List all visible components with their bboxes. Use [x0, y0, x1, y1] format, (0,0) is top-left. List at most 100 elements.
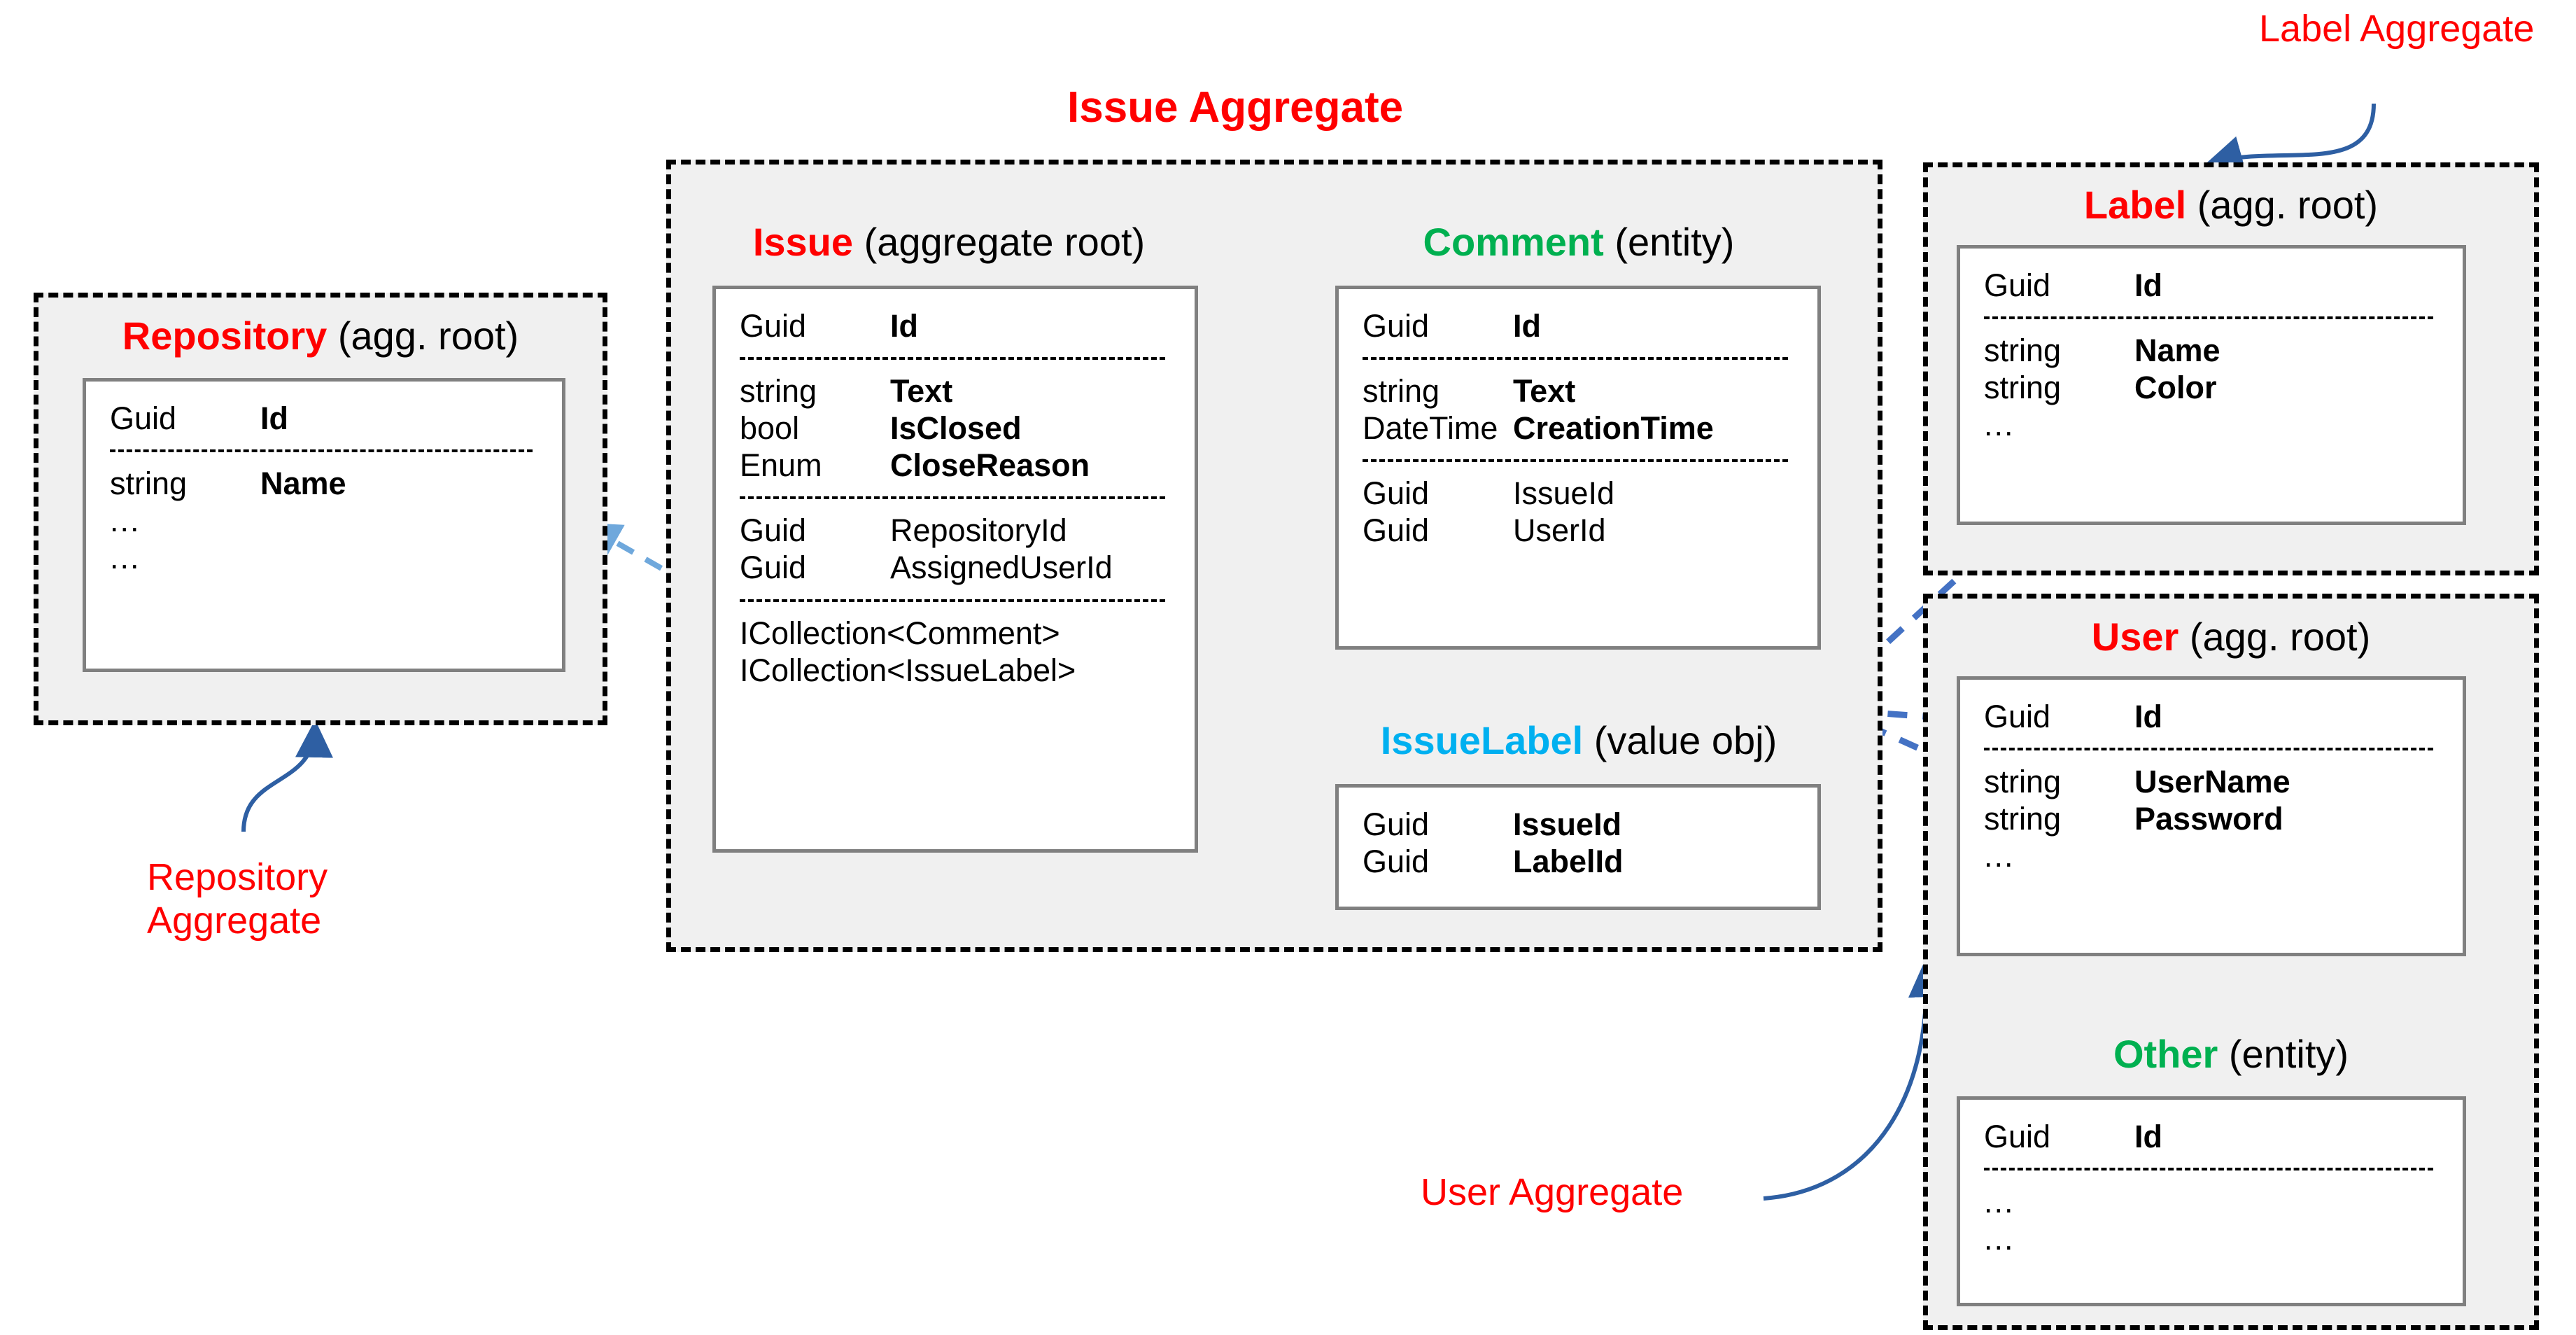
table-row: ICollection<IssueLabel> [740, 652, 1171, 689]
other-entity-title: Other (entity) [1923, 1035, 2539, 1074]
section-divider [1984, 1168, 2433, 1171]
table-row: Guid Id [1984, 267, 2439, 304]
callout-repository-aggregate [241, 720, 333, 832]
prop-name: Id [890, 308, 918, 344]
issuelabel-entity-title: IssueLabel (value obj) [1330, 721, 1828, 760]
prop-name: UserName [2134, 764, 2290, 800]
prop-type: bool [740, 410, 800, 447]
prop-type: Guid [1363, 806, 1430, 842]
prop-name: UserId [1513, 512, 1606, 549]
annotation-repository-aggregate: Repository Aggregate [147, 856, 328, 942]
prop-type: Guid [1363, 512, 1430, 549]
table-row: Guid Id [1363, 307, 1794, 344]
table-row: ... [1984, 1183, 2439, 1220]
table-row: ... [1984, 406, 2439, 443]
comment-entity-name: Comment [1423, 220, 1604, 264]
table-row: Guid UserId [1363, 512, 1794, 549]
prop-type: Guid [1363, 475, 1430, 512]
user-properties: Guid Id string UserName string Password … [1960, 680, 2463, 893]
callout-label-aggregate [2204, 103, 2376, 173]
prop-name: IssueId [1513, 475, 1615, 512]
prop-type: ... [110, 540, 141, 576]
table-row: string UserName [1984, 763, 2439, 800]
prop-type: string [1984, 801, 2062, 837]
issuelabel-properties: Guid IssueId Guid LabelId [1339, 788, 1817, 898]
user-entity-name: User [2091, 615, 2179, 659]
table-row: Guid LabelId [1363, 843, 1794, 880]
prop-type: ICollection<Comment> [740, 615, 1060, 651]
prop-name: Text [890, 373, 953, 410]
label-entity-title: Label (agg. root) [1923, 186, 2539, 225]
section-divider [1984, 748, 2433, 751]
issue-entity-name: Issue [752, 220, 854, 264]
table-row: DateTime CreationTime [1363, 410, 1794, 447]
prop-type: Guid [740, 550, 807, 586]
prop-type: Enum [740, 447, 822, 484]
prop-name: IssueId [1513, 806, 1622, 842]
prop-type: ... [1984, 1184, 2015, 1220]
prop-type: Guid [1984, 699, 2051, 734]
table-row: Guid IssueId [1363, 806, 1794, 843]
prop-type: string [110, 466, 188, 502]
prop-name: Id [260, 400, 288, 436]
prop-name: Color [2134, 370, 2217, 406]
label-properties: Guid Id string Name string Color ... [1960, 249, 2463, 461]
comment-card: Guid Id string Text DateTime CreationTim… [1335, 286, 1821, 650]
page-title: Issue Aggregate [1067, 83, 1404, 132]
prop-type: ICollection<IssueLabel> [740, 652, 1076, 688]
table-row: string Text [740, 372, 1171, 410]
prop-type: string [1984, 764, 2062, 800]
prop-type: ... [110, 503, 141, 539]
table-row: ICollection<Comment> [740, 615, 1171, 652]
section-divider [1984, 316, 2433, 320]
callout-user-aggregate [1763, 959, 1946, 1201]
prop-type: string [740, 373, 817, 410]
section-divider [1363, 357, 1788, 361]
prop-type: ... [1984, 1221, 2015, 1257]
table-row: Guid Id [1984, 698, 2439, 735]
other-properties: Guid Id ... ... [1960, 1100, 2463, 1275]
prop-name: IsClosed [890, 410, 1022, 447]
table-row: Guid Id [1984, 1118, 2439, 1155]
prop-name: Id [2134, 699, 2162, 734]
repository-card: Guid Id string Name ... ... [83, 378, 565, 672]
annotation-user-aggregate: User Aggregate [1421, 1171, 1684, 1213]
repository-entity-name: Repository [122, 314, 328, 358]
label-card: Guid Id string Name string Color ... [1957, 245, 2466, 525]
table-row: ... [1984, 837, 2439, 874]
prop-name: Text [1513, 373, 1576, 410]
table-row: string Password [1984, 800, 2439, 837]
label-entity-stereotype: (agg. root) [2197, 183, 2379, 227]
table-row: string Name [1984, 332, 2439, 369]
prop-type: ... [1984, 407, 2015, 443]
prop-name: LabelId [1513, 844, 1624, 880]
prop-type: DateTime [1363, 410, 1498, 447]
issuelabel-entity-stereotype: (value obj) [1593, 718, 1778, 762]
prop-type: Guid [740, 308, 807, 344]
repository-entity-title: Repository (agg. root) [34, 316, 607, 356]
table-row: ... [110, 502, 538, 539]
table-row: Guid AssignedUserId [740, 549, 1171, 586]
user-entity-stereotype: (agg. root) [2189, 615, 2371, 659]
prop-type: Guid [1363, 308, 1430, 344]
issue-entity-stereotype: (aggregate root) [864, 220, 1146, 264]
comment-properties: Guid Id string Text DateTime CreationTim… [1339, 289, 1817, 567]
prop-name: Password [2134, 801, 2283, 837]
prop-name: Id [1513, 308, 1541, 344]
user-entity-title: User (agg. root) [1923, 617, 2539, 657]
prop-name: Id [2134, 1119, 2162, 1154]
repository-entity-stereotype: (agg. root) [337, 314, 519, 358]
prop-type: Guid [1363, 844, 1430, 880]
table-row: Guid Id [110, 400, 538, 437]
prop-name: CloseReason [890, 447, 1090, 484]
other-entity-name: Other [2113, 1032, 2218, 1076]
table-row: ... [1984, 1220, 2439, 1257]
comment-entity-title: Comment (entity) [1330, 223, 1828, 262]
table-row: string Text [1363, 372, 1794, 410]
prop-name: Name [2134, 333, 2220, 369]
prop-name: CreationTime [1513, 410, 1714, 447]
table-row: Guid IssueId [1363, 475, 1794, 512]
issue-properties: Guid Id string Text bool IsClosed Enum C… [716, 289, 1195, 707]
prop-type: string [1984, 333, 2062, 369]
prop-name: Name [260, 466, 346, 502]
